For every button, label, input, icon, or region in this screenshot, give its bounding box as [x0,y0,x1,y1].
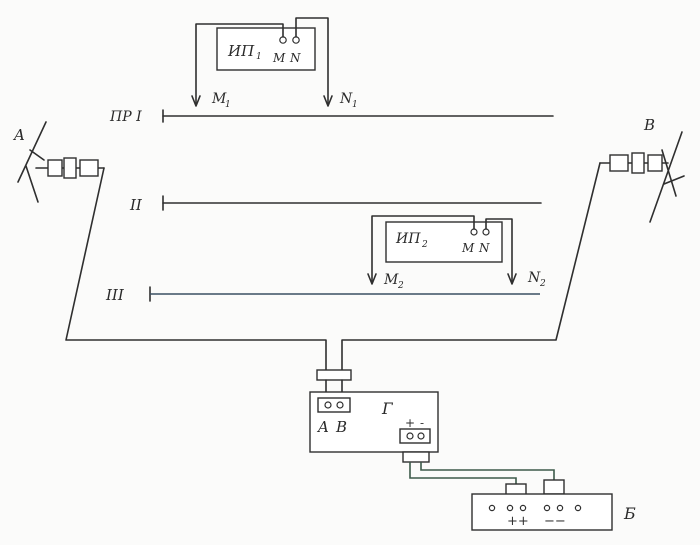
ip2-label: ИП [395,231,421,247]
generator-ab-pin-b [336,401,344,409]
n1-arrow [323,95,333,107]
battery-box [471,493,613,531]
ip1-label: ИП [227,42,255,60]
battery-minus-label: −− [544,514,566,529]
ip2-subscript: 2 [421,240,428,250]
cable-b-to-generator [341,162,601,373]
profile-2: II [129,195,542,214]
battery-terminal-6 [574,504,582,512]
battery-terminal-4 [543,504,551,512]
m2-subscript: 2 [397,281,404,291]
profile-1-label: ПР I [109,109,142,125]
battery-terminal-3 [519,504,527,512]
n2-arrow [507,273,517,285]
electrode-a-label: A [12,126,25,144]
electrode-b-rod [649,131,683,223]
electrode-a-clamp-2 [63,157,77,179]
electrode-a-tick [29,149,45,161]
generator: A B Г + - [309,391,439,453]
n1-subscript: 1 [352,100,358,110]
n1-label: N [339,91,353,107]
instrument-ip2: ИП 2 M N M 2 N 2 [367,215,546,291]
battery-terminal-5 [556,504,564,512]
electrode-b-label: B [643,116,655,134]
n2-label: N [527,270,541,286]
n2-subscript: 2 [539,279,546,289]
m2-label: M [383,272,399,288]
ip1-n-label: N [289,51,301,65]
electrode-a-clamp-3 [79,159,99,177]
ip1-subscript: 1 [256,52,262,62]
generator-power-pin-minus [417,432,425,440]
ip2-terminal-n [482,228,490,236]
electrode-a-rod-2 [25,165,39,203]
electrode-a: A [12,121,105,203]
battery-terminal-2 [506,504,514,512]
m1-arrow [191,95,201,107]
generator-power-plug [402,451,430,463]
electrode-b-rod-2 [661,149,677,197]
battery-plug-minus [543,479,565,495]
battery-wire-plus [409,462,517,486]
electrode-b-tick [663,175,685,185]
battery-wire-minus [420,462,555,486]
m2-arrow [367,273,377,285]
ip2-box [385,221,503,263]
battery-plus-label: ++ [507,514,529,529]
electrode-b-clamp-2 [631,152,645,174]
battery: ++ −− Б [471,493,636,531]
battery-terminal-1 [488,504,496,512]
ip2-lead-n [485,218,513,283]
generator-power-pin-plus [406,432,414,440]
battery-label: Б [623,504,636,523]
generator-a-label: A [316,418,329,436]
generator-plus-label: + [405,416,415,430]
profile-2-label: II [129,196,143,214]
generator-ab-socket [317,397,351,413]
ip1-m-label: M [272,51,286,65]
electrode-b-clamp-3 [647,154,663,172]
generator-plug [316,369,352,381]
profile-3-label: III [105,286,125,304]
electrode-b-clamp-1 [609,154,629,172]
ip2-n-label: N [478,241,490,255]
generator-label: Г [381,399,394,418]
ip1-lead-n [295,17,329,105]
ip2-lead-m [371,215,475,283]
generator-minus-label: - [420,416,424,430]
generator-b-label: B [335,418,347,436]
ip2-terminal-m [470,228,478,236]
profile-1: ПР I [109,109,554,125]
ip1-lead-m [195,23,284,105]
generator-power-socket [399,428,431,444]
ip1-box [216,27,316,71]
m1-label: M [211,91,227,107]
ip2-m-label: M [461,241,475,255]
generator-ab-pin-a [324,401,332,409]
profile-3: III [105,286,540,304]
electrode-a-clamp-1 [47,159,63,177]
instrument-ip1: ИП 1 M N M 1 N 1 [191,17,358,110]
electrode-b: B [599,116,685,223]
m1-subscript: 1 [225,100,231,110]
cable-a-to-generator [65,167,327,373]
